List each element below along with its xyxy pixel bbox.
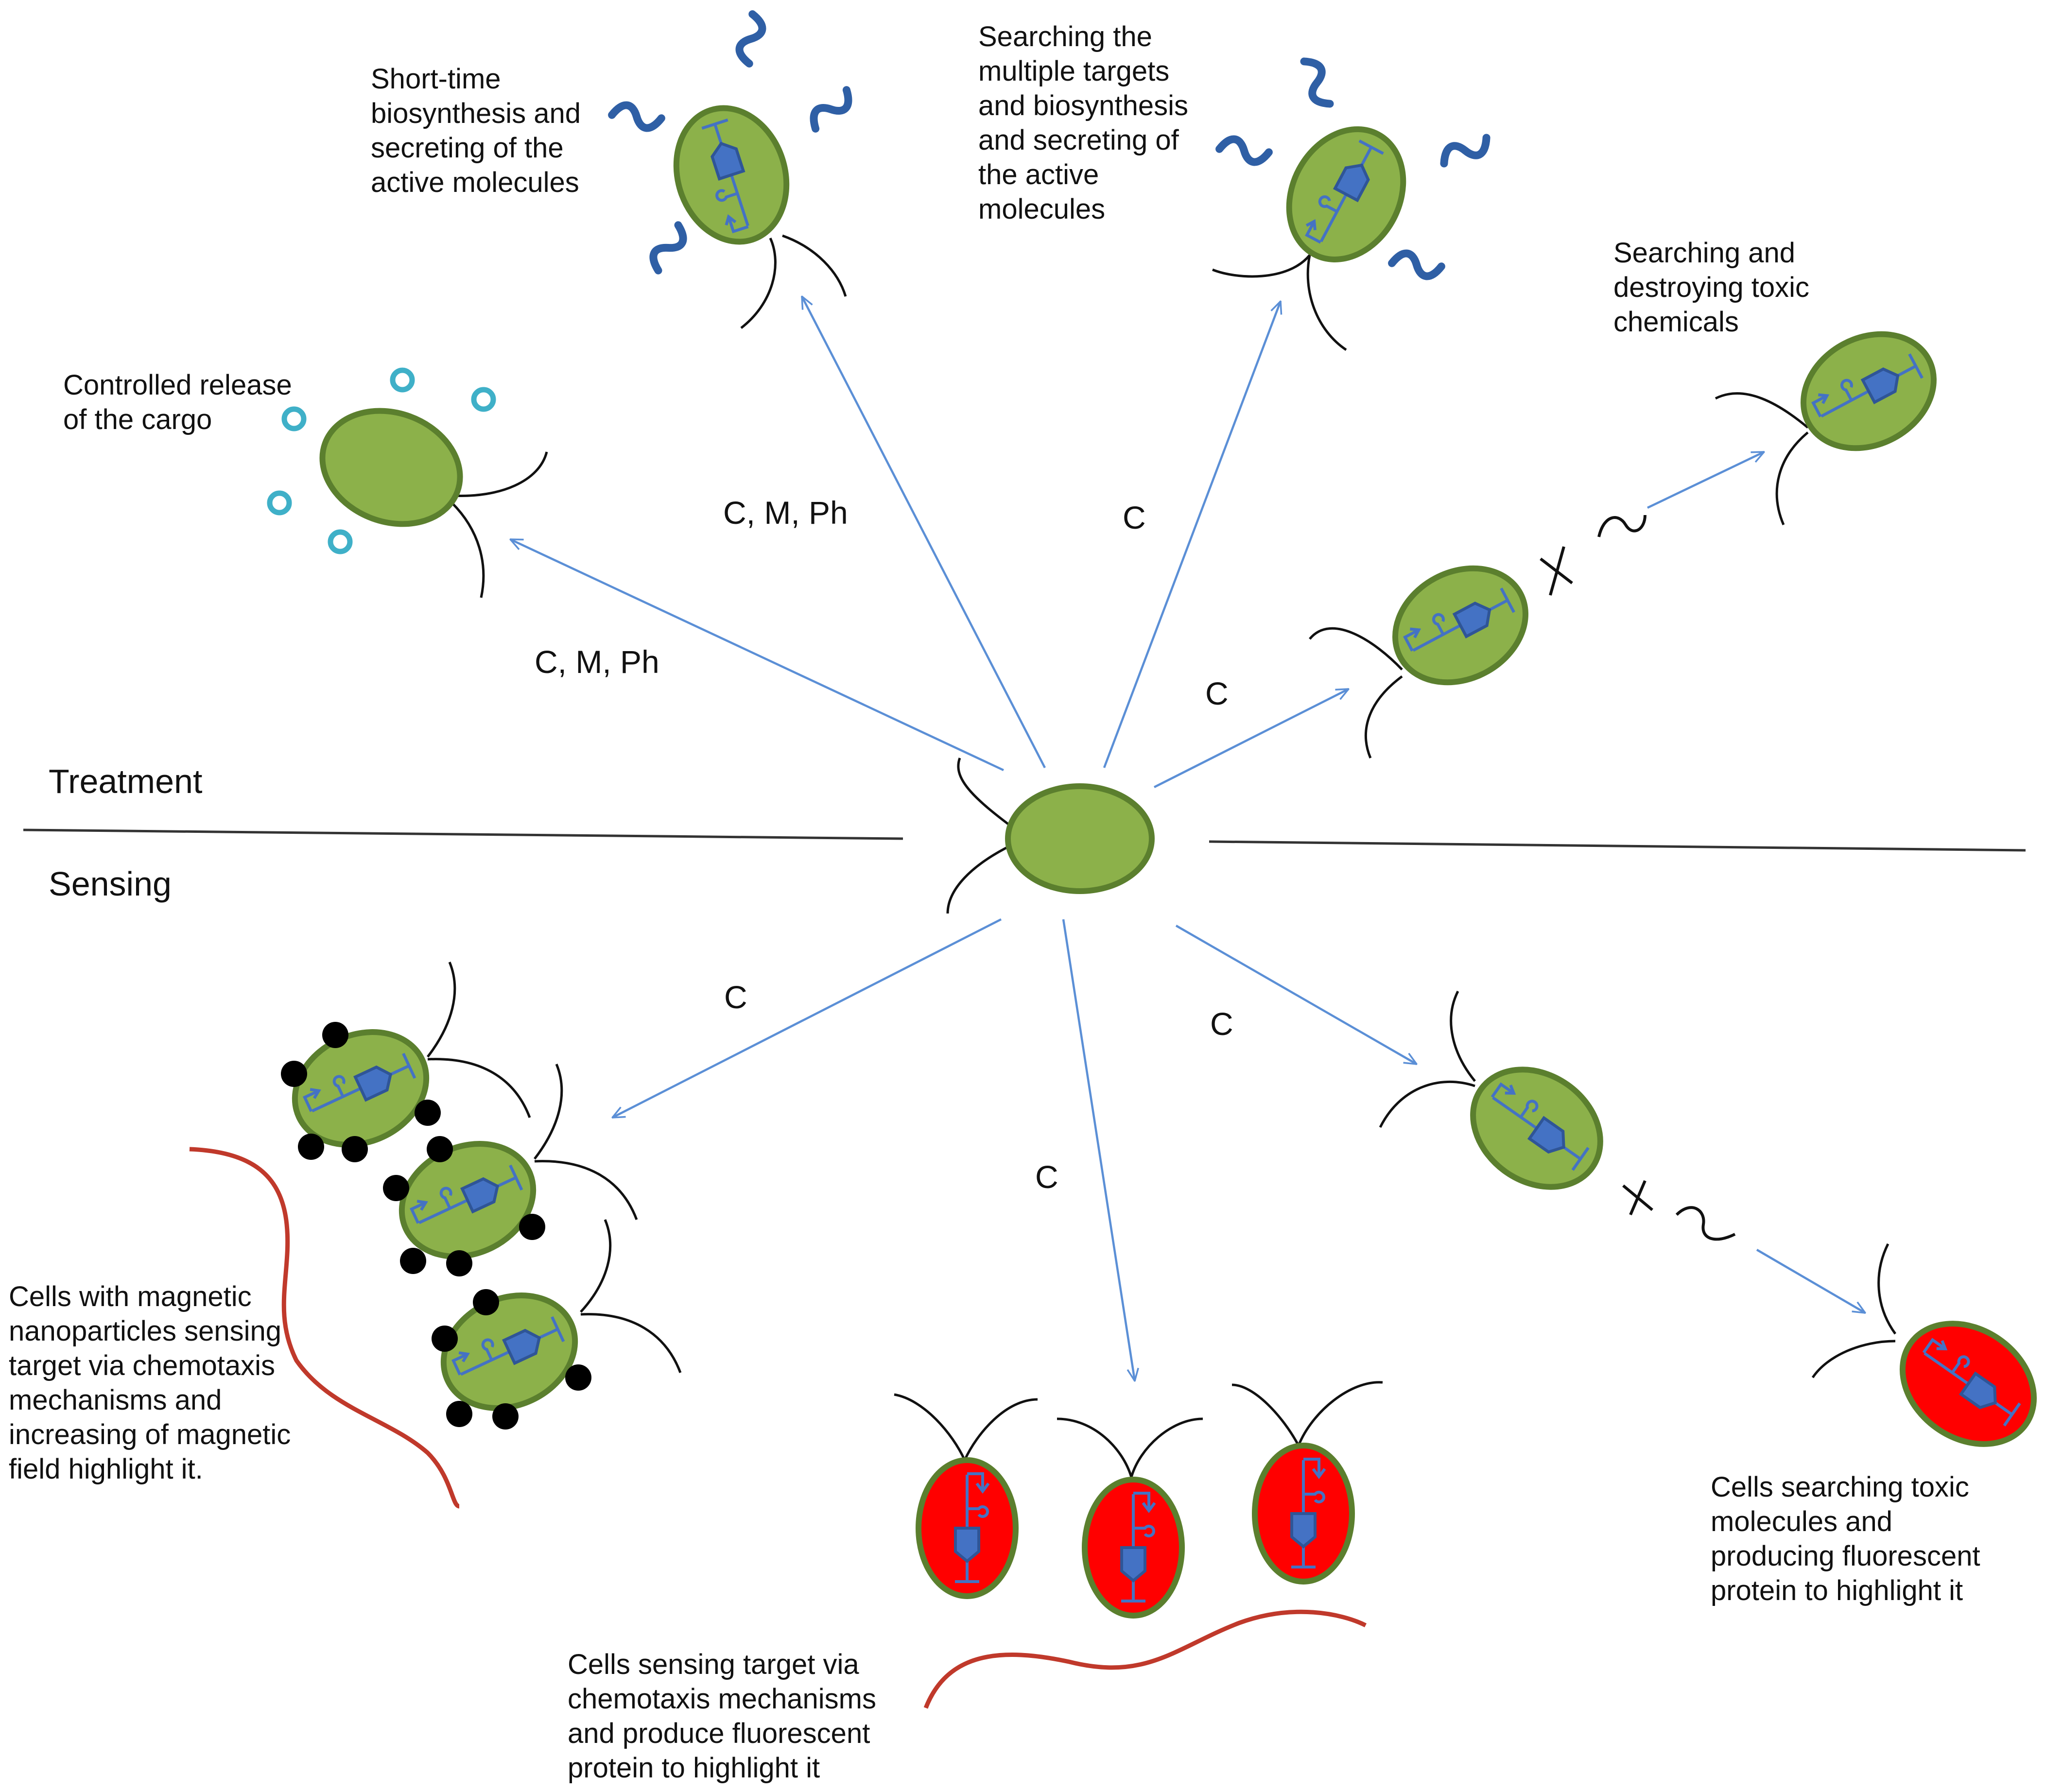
text-line: mechanisms and [9,1384,222,1416]
target-line-magnetic [189,1147,460,1509]
cargo-particle [471,387,496,412]
molecule [1439,134,1491,167]
text-line: molecules [978,193,1105,225]
text-line: and produce fluorescent [568,1718,870,1749]
text-line: protein to highlight it [1711,1575,1963,1606]
arrow-label-destroy: C [1205,675,1229,711]
cell-controlled-release [267,367,548,598]
arrow-magnetic [612,918,1002,1119]
text-line: Short-time [371,63,501,95]
text-line: secreting of the [371,132,564,164]
arrow-destroy-result [1647,450,1764,509]
arrow-label-short-time: C, M, Ph [723,495,848,531]
cargo-particle [267,490,292,516]
arrow-label-release: C, M, Ph [535,644,659,680]
cell-toxic-after [1811,1243,2037,1447]
text-line: increasing of magnetic [9,1419,291,1450]
arrow-toxic-result [1756,1249,1865,1313]
text-line: field highlight it. [9,1453,203,1485]
molecule [1391,250,1442,279]
arrow-destroy-toxic [1153,688,1349,789]
text-line: chemicals [1613,306,1739,338]
cell-short-time [611,13,855,329]
text-line: destroying toxic [1613,272,1809,303]
text-line: molecules and [1711,1506,1892,1537]
target-line-chemotaxis [923,1609,1367,1709]
text-line: Searching the [978,21,1152,52]
arrow-label-magnetic: C [724,979,747,1015]
arrow-toxic [1175,925,1417,1064]
text-line: active molecules [371,167,579,198]
arrow-label-multiple: C [1123,500,1146,535]
cell-multiple-targets [1212,57,1491,351]
cell-magnetic-2 [383,1064,638,1277]
cell-destroy-after [1715,312,1954,525]
section-treatment: Treatment [49,762,202,800]
text-line: producing fluorescent [1711,1540,1980,1572]
text-line: target via chemotaxis [9,1350,275,1381]
text-line: Cells sensing target via [568,1649,859,1680]
text-line: biosynthesis and [371,98,581,129]
text-line: chemotaxis mechanisms [568,1683,876,1715]
molecule [807,87,855,131]
divider-right [1209,840,2026,852]
text-line: of the cargo [63,404,212,435]
arrow-chemotaxis [1062,919,1135,1381]
text-line: the active [978,159,1099,190]
text-line: and secreting of [978,124,1179,156]
text-line: Searching and [1613,237,1795,269]
cell-chemotaxis-1 [894,1393,1038,1596]
arrow-label-toxic: C [1210,1006,1233,1042]
toxic-chemical [1597,515,1646,537]
cargo-particle [328,529,353,554]
text-line: Cells with magnetic [9,1281,252,1312]
cell-chemotaxis-3 [1231,1381,1383,1582]
text-line: and biosynthesis [978,90,1188,121]
cargo-particle [281,406,307,431]
arrow-controlled-release [510,538,1004,772]
cell-magnetic-1 [277,962,531,1166]
text-line: multiple targets [978,55,1169,87]
section-sensing: Sensing [49,865,172,903]
text-line: Cells searching toxic [1711,1471,1969,1503]
text-line: Controlled release [63,369,292,401]
molecule [1218,136,1270,165]
molecule [1300,57,1333,108]
toxic-molecule [1675,1206,1736,1241]
molecule [736,13,765,65]
divider-left [23,828,903,840]
central-cell [946,758,1155,914]
text-line: protein to highlight it [568,1752,820,1784]
cell-magnetic-3 [425,1219,682,1430]
arrows [510,296,1865,1381]
cell-toxic-before [1379,990,1736,1241]
cell-chemotaxis-2 [1057,1417,1203,1616]
molecule [647,223,689,273]
cell-destroy-before [1309,515,1646,758]
text-line: nanoparticles sensing [9,1315,281,1347]
cargo-particle [390,367,415,393]
arrow-label-chemotaxis: C [1035,1159,1058,1195]
arrow-short-time [801,296,1046,769]
molecule [611,102,662,131]
arrow-multiple-targets [1103,301,1281,768]
